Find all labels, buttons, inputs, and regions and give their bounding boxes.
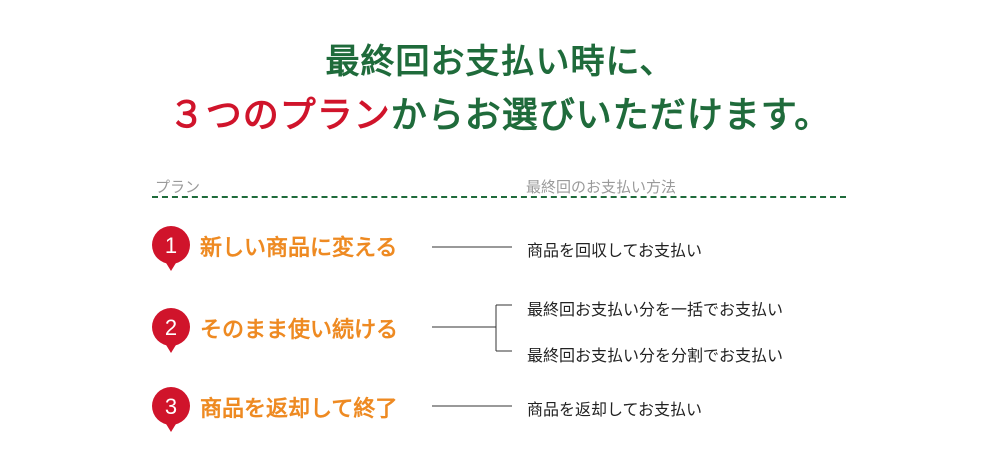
pin-badge-icon: 3: [152, 387, 190, 432]
dashed-divider: [152, 196, 846, 198]
title-line-1: 最終回お支払い時に、: [325, 42, 675, 82]
plan-1-option-1: 商品を回収してお支払い: [527, 241, 703, 260]
badge-number: 1: [165, 233, 177, 258]
pin-badge-icon: 1: [152, 226, 190, 271]
badge-number: 3: [165, 394, 177, 419]
plan-column-header: プラン: [155, 178, 201, 196]
method-column-header: 最終回のお支払い方法: [526, 178, 677, 196]
plan-2-option-1: 最終回お支払い分を一括でお支払い: [527, 300, 784, 319]
title-rest: からお選びいただけます。: [390, 95, 832, 136]
plan-3-label: 商品を返却して終了: [200, 397, 398, 422]
plan-2-label: そのまま使い続ける: [200, 318, 399, 343]
plan-2-option-2: 最終回お支払い分を分割でお支払い: [527, 346, 784, 365]
title-accent: ３つのプラン: [168, 95, 391, 136]
plan-3-option-1: 商品を返却してお支払い: [527, 400, 703, 419]
pin-badge-icon: 2: [152, 308, 190, 353]
badge-number: 2: [165, 315, 177, 340]
title-line-2: ３つのプランからお選びいただけます。: [0, 86, 1000, 138]
plan-1-label: 新しい商品に変える: [200, 236, 398, 261]
